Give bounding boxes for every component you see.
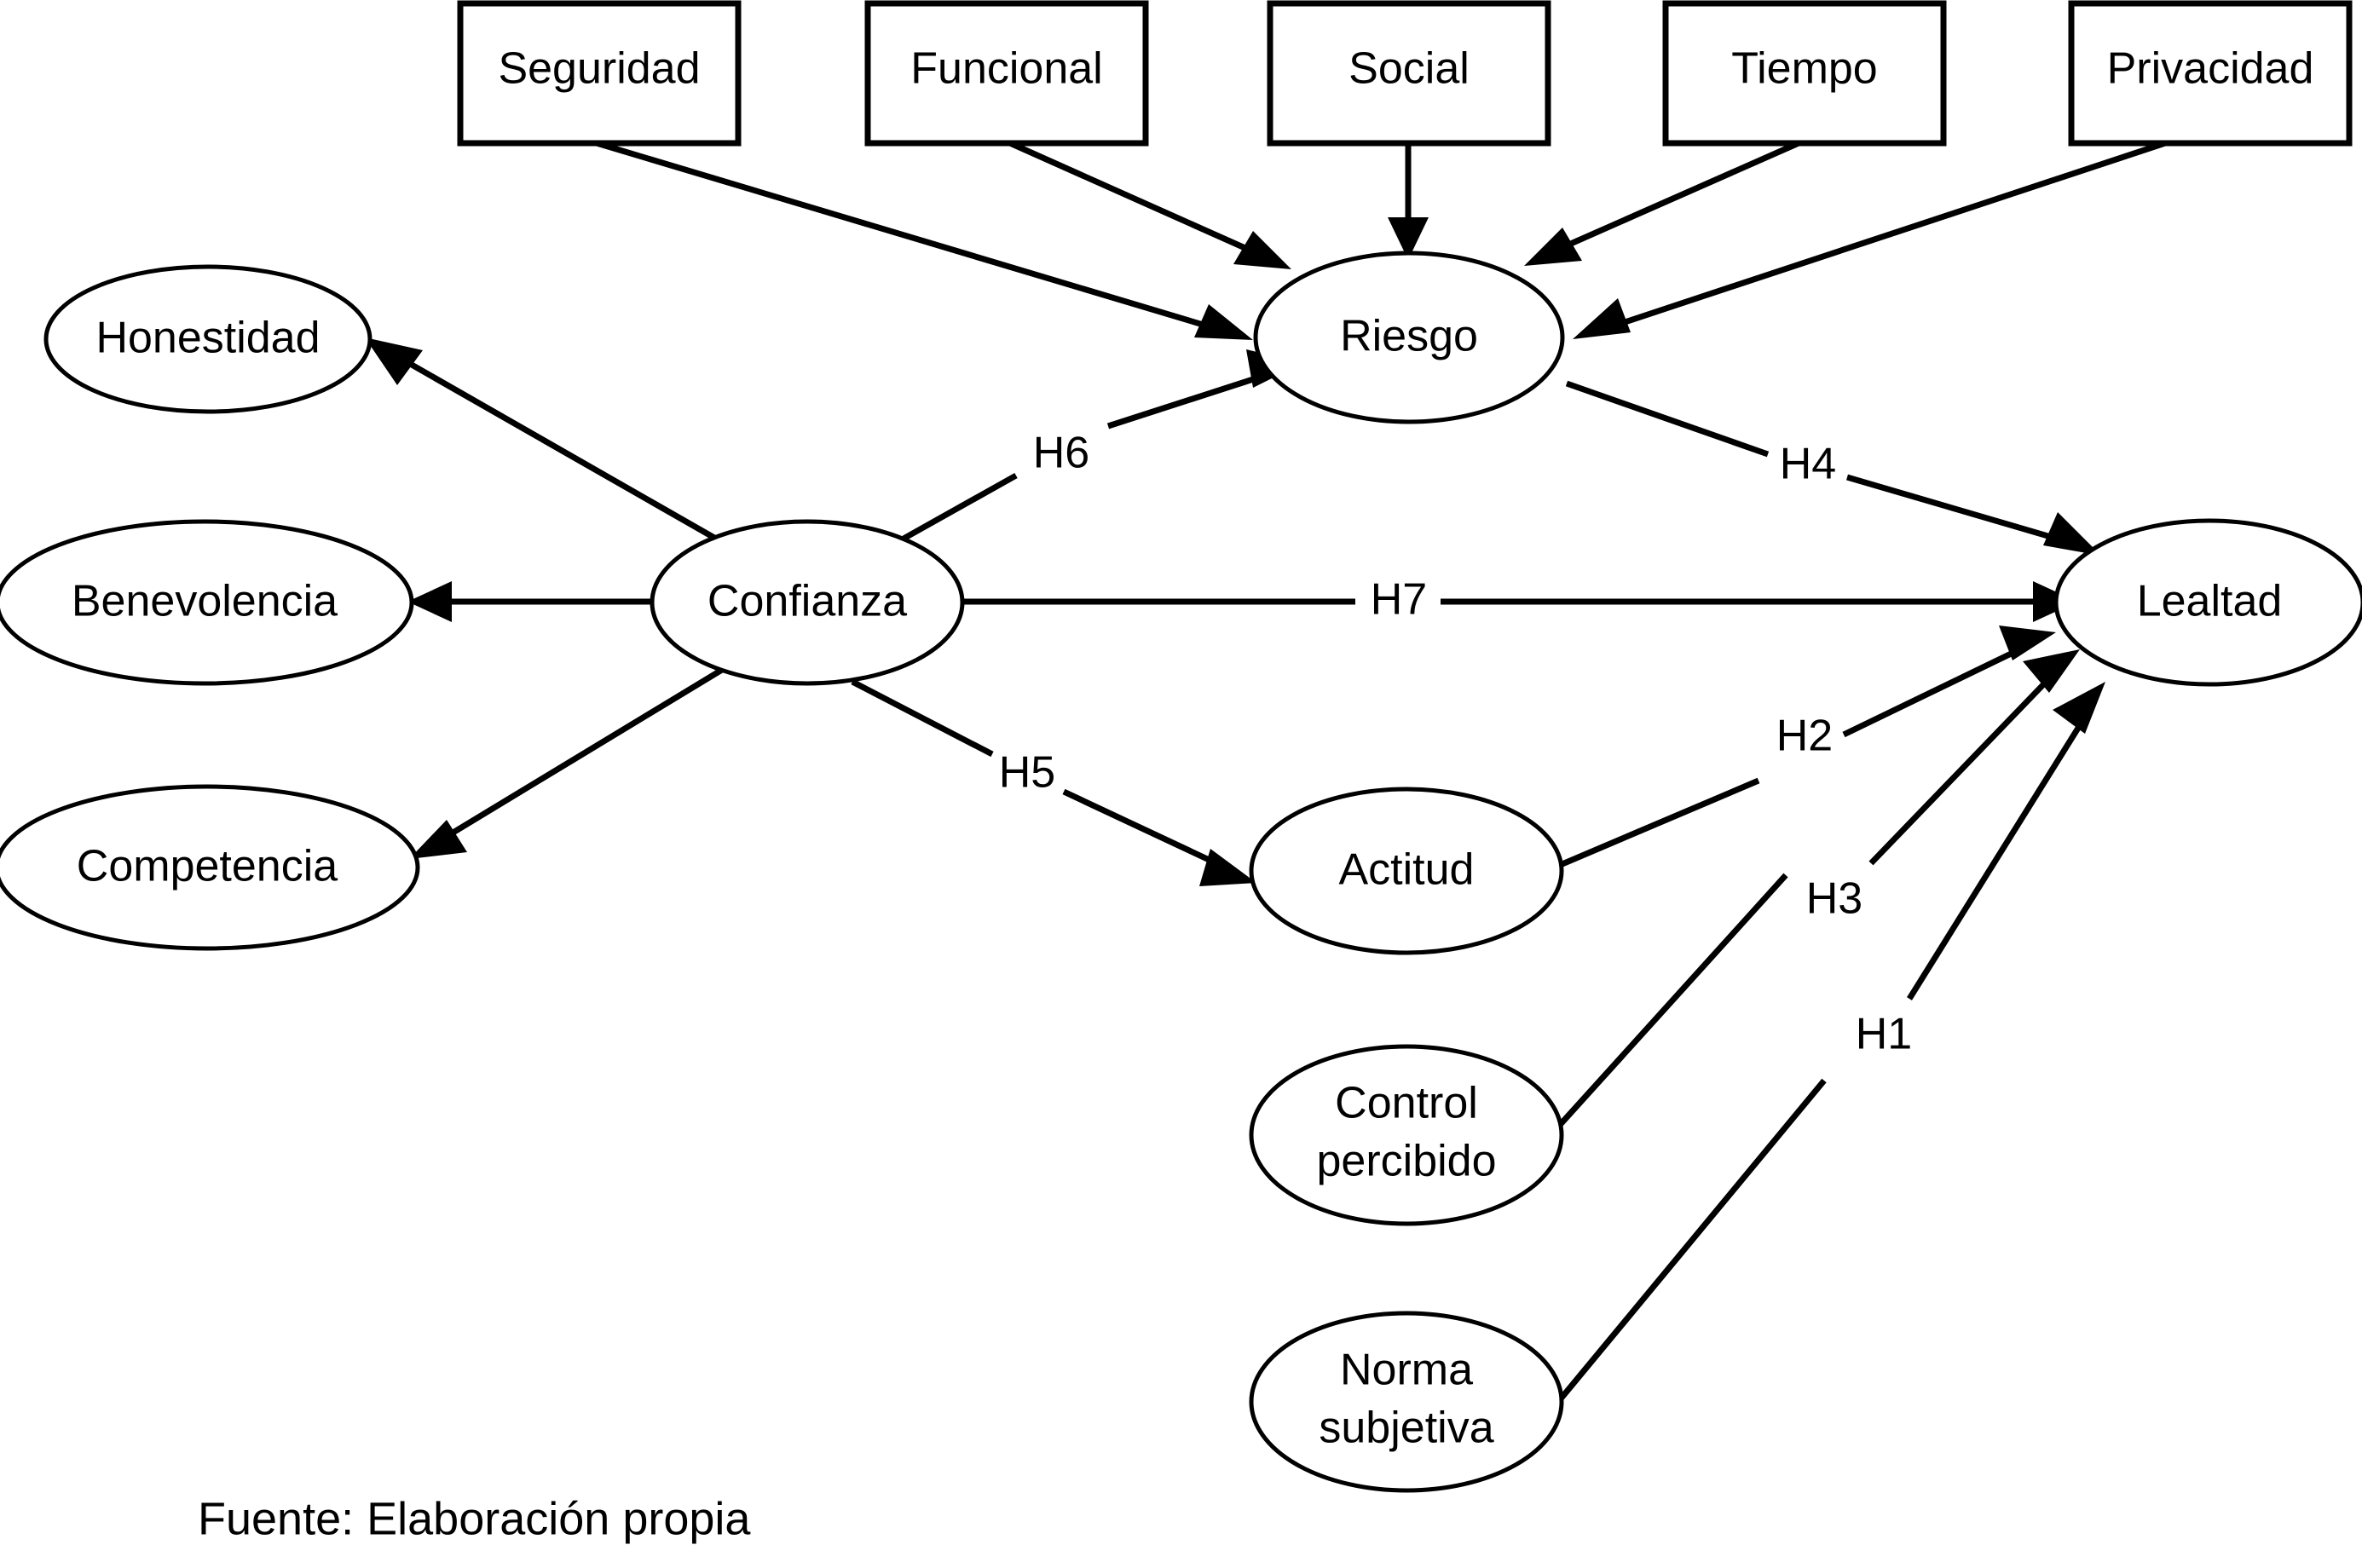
edges-layer: H6 H4 H7 H5 — [365, 140, 2167, 1404]
node-ellipse-riesgo[interactable]: Riesgo — [1253, 251, 1565, 424]
node-ellipse-lealtad[interactable]: Lealtad — [2053, 518, 2362, 687]
node-label-funcional: Funcional — [910, 44, 1102, 94]
node-label-benevolencia: Benevolencia — [72, 577, 338, 626]
arrow-head-icon — [1233, 231, 1291, 269]
node-ellipse-actitud[interactable]: Actitud — [1249, 787, 1564, 955]
node-label-norma-subjetiva-line2: subjetiva — [1319, 1404, 1493, 1453]
node-box-funcional[interactable]: Funcional — [864, 0, 1149, 147]
node-box-social[interactable]: Social — [1267, 0, 1551, 147]
node-ellipse-honestidad[interactable]: Honestidad — [43, 264, 372, 414]
node-label-lealtad: Lealtad — [2137, 577, 2283, 626]
arrow-head-icon — [2053, 682, 2105, 734]
arrow-head-icon — [2043, 512, 2101, 556]
node-label-confianza: Confianza — [707, 577, 907, 626]
node-ellipse-confianza[interactable]: Confianza — [650, 519, 965, 686]
arrow-head-icon — [1388, 217, 1429, 260]
node-label-control-percibido-line2: percibido — [1316, 1137, 1496, 1186]
node-box-privacidad[interactable]: Privacidad — [2068, 0, 2353, 147]
edge-control-lealtad-h3: H3 — [1557, 649, 2080, 1127]
node-box-seguridad[interactable]: Seguridad — [457, 0, 742, 147]
node-ellipse-control-percibido[interactable]: Control percibido — [1249, 1044, 1564, 1226]
edge-label-h1: H1 — [1856, 1010, 1912, 1059]
edge-privacidad-riesgo — [1573, 140, 2167, 339]
edge-label-h7: H7 — [1371, 575, 1427, 625]
edge-funcional-riesgo — [1008, 140, 1291, 269]
node-label-tiempo: Tiempo — [1731, 44, 1877, 94]
arrow-head-icon — [1199, 849, 1256, 886]
edge-label-h4: H4 — [1780, 440, 1836, 489]
node-label-competencia: Competencia — [77, 842, 338, 891]
edge-actitud-lealtad-h2: H2 — [1556, 625, 2056, 869]
arrow-head-icon — [1524, 228, 1582, 266]
node-label-social: Social — [1348, 44, 1470, 94]
node-label-privacidad: Privacidad — [2107, 44, 2314, 94]
edge-seguridad-riesgo — [595, 140, 1253, 340]
edge-confianza-actitud-h5: H5 — [851, 678, 1256, 886]
edge-confianza-honestidad — [365, 337, 752, 562]
node-label-riesgo: Riesgo — [1340, 312, 1478, 361]
edge-label-h6: H6 — [1033, 429, 1089, 478]
edge-norma-lealtad-h1: H1 — [1556, 682, 2105, 1404]
node-label-norma-subjetiva-line1: Norma — [1340, 1346, 1473, 1395]
node-ellipse-competencia[interactable]: Competencia — [0, 784, 420, 951]
edge-confianza-lealtad-h7: H7 — [963, 575, 2077, 625]
arrow-head-icon — [1194, 304, 1253, 340]
node-label-seguridad: Seguridad — [498, 44, 700, 94]
arrow-head-icon — [1573, 298, 1631, 339]
edge-label-h2: H2 — [1776, 712, 1833, 761]
edge-label-h5: H5 — [999, 748, 1055, 798]
edge-confianza-benevolencia — [407, 581, 652, 622]
node-label-actitud: Actitud — [1339, 845, 1475, 895]
arrow-head-icon — [2023, 649, 2080, 693]
edge-social-riesgo — [1388, 143, 1429, 260]
arrow-head-icon — [365, 337, 423, 385]
node-label-control-percibido-line1: Control — [1335, 1079, 1478, 1128]
arrow-head-icon — [407, 581, 452, 622]
node-ellipse-benevolencia[interactable]: Benevolencia — [0, 519, 414, 686]
edge-confianza-riesgo-h6: H6 — [902, 349, 1302, 542]
edge-confianza-competencia — [409, 650, 752, 859]
node-box-tiempo[interactable]: Tiempo — [1662, 0, 1947, 147]
arrow-head-icon — [1999, 625, 2056, 660]
edge-label-h3: H3 — [1806, 874, 1862, 924]
edge-tiempo-riesgo — [1524, 140, 1800, 266]
edge-riesgo-lealtad-h4: H4 — [1565, 380, 2101, 556]
node-ellipse-norma-subjetiva[interactable]: Norma subjetiva — [1249, 1311, 1564, 1493]
node-label-honestidad: Honestidad — [95, 314, 320, 363]
arrow-head-icon — [409, 820, 467, 859]
source-caption: Fuente: Elaboración propia — [198, 1493, 751, 1544]
